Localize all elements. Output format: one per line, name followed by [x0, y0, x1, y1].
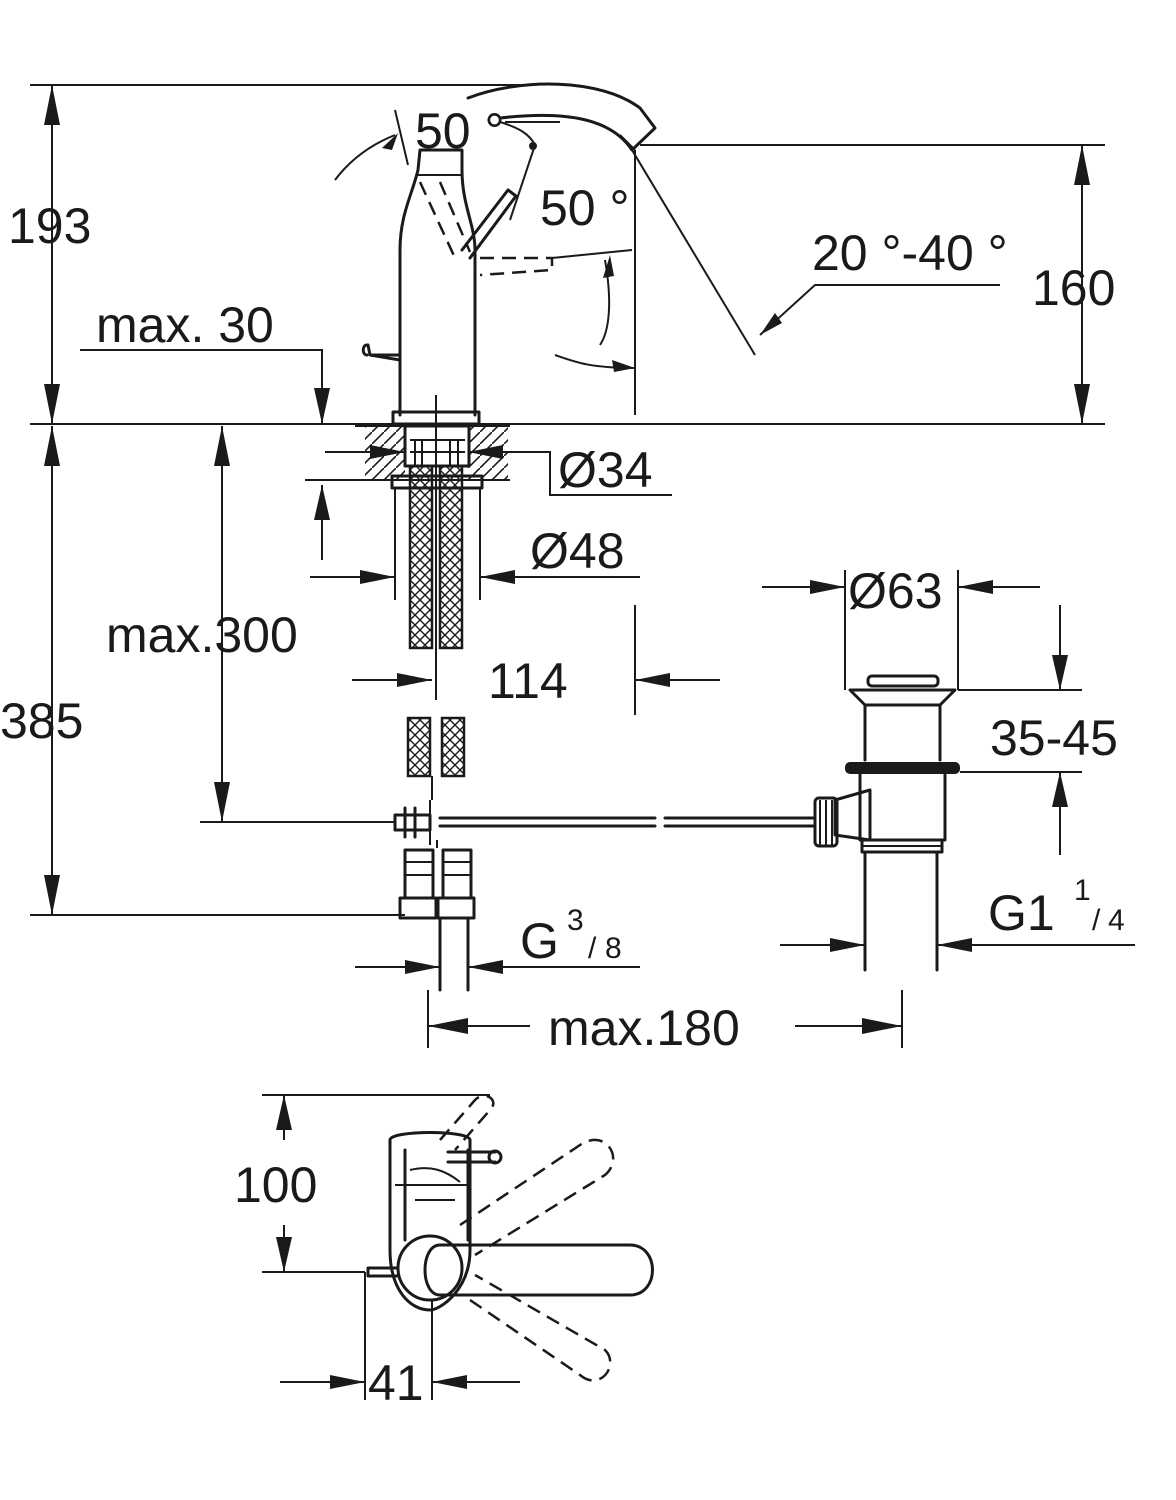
hoses-upper: [406, 395, 466, 800]
label-193: 193: [8, 198, 91, 254]
faucet-plan-view: [366, 1094, 654, 1382]
dim-diameter-34: Ø34: [325, 442, 672, 498]
dim-diameter-48: Ø48: [305, 479, 640, 600]
waste-assembly: [813, 674, 960, 972]
label-lever-angle-side: 50 °: [540, 180, 630, 236]
label-max-180: max.180: [548, 1000, 740, 1056]
dim-160: 160: [1032, 145, 1115, 424]
faucet-side-view: [361, 82, 657, 426]
label-160: 160: [1032, 260, 1115, 316]
dim-max-30: max. 30: [80, 297, 330, 424]
label-waste-thread-num: 1: [1074, 874, 1091, 907]
dim-g-3-8: G 3 / 8: [355, 904, 640, 974]
label-max-30: max. 30: [96, 297, 274, 353]
label-max-300: max.300: [106, 607, 298, 663]
dim-114: 114: [352, 605, 720, 715]
label-inlet-thread-main: G: [520, 913, 559, 969]
reference-lines: [30, 84, 1105, 425]
label-inlet-thread-num: 3: [567, 904, 584, 937]
angle-valves: [398, 840, 476, 992]
label-diameter-48: Ø48: [530, 523, 625, 579]
dim-diameter-63: Ø63: [762, 563, 1040, 690]
label-114: 114: [488, 653, 568, 709]
label-waste-thread-den: 4: [1108, 904, 1125, 937]
label-waste-thread-main: G1: [988, 885, 1055, 941]
label-inlet-thread-den: 8: [605, 932, 622, 965]
label-waste-range: 35-45: [990, 710, 1118, 766]
dim-max-300: max.300: [106, 426, 298, 822]
label-spout-angle: 20 °-40 °: [812, 225, 1008, 281]
dim-max-180: max.180: [427, 990, 903, 1056]
label-100: 100: [234, 1157, 317, 1213]
dim-41: 41: [280, 1272, 520, 1411]
dim-35-45: 35-45: [958, 605, 1118, 855]
label-41: 41: [368, 1355, 424, 1411]
dim-100: 100: [234, 1094, 490, 1273]
pull-rod: [200, 800, 817, 845]
label-385: 385: [0, 693, 83, 749]
fraction-slash-2: /: [1092, 904, 1101, 937]
lever-angle-annotations: [334, 109, 1000, 372]
fraction-slash: /: [588, 932, 597, 965]
label-diameter-34: Ø34: [558, 442, 653, 498]
label-diameter-63: Ø63: [848, 563, 943, 619]
dim-g1-1-4: G1 1 / 4: [780, 874, 1135, 952]
dim-385: 385: [0, 426, 405, 916]
dim-193: 193: [8, 85, 91, 424]
label-lever-angle-top: 50 °: [415, 103, 505, 159]
